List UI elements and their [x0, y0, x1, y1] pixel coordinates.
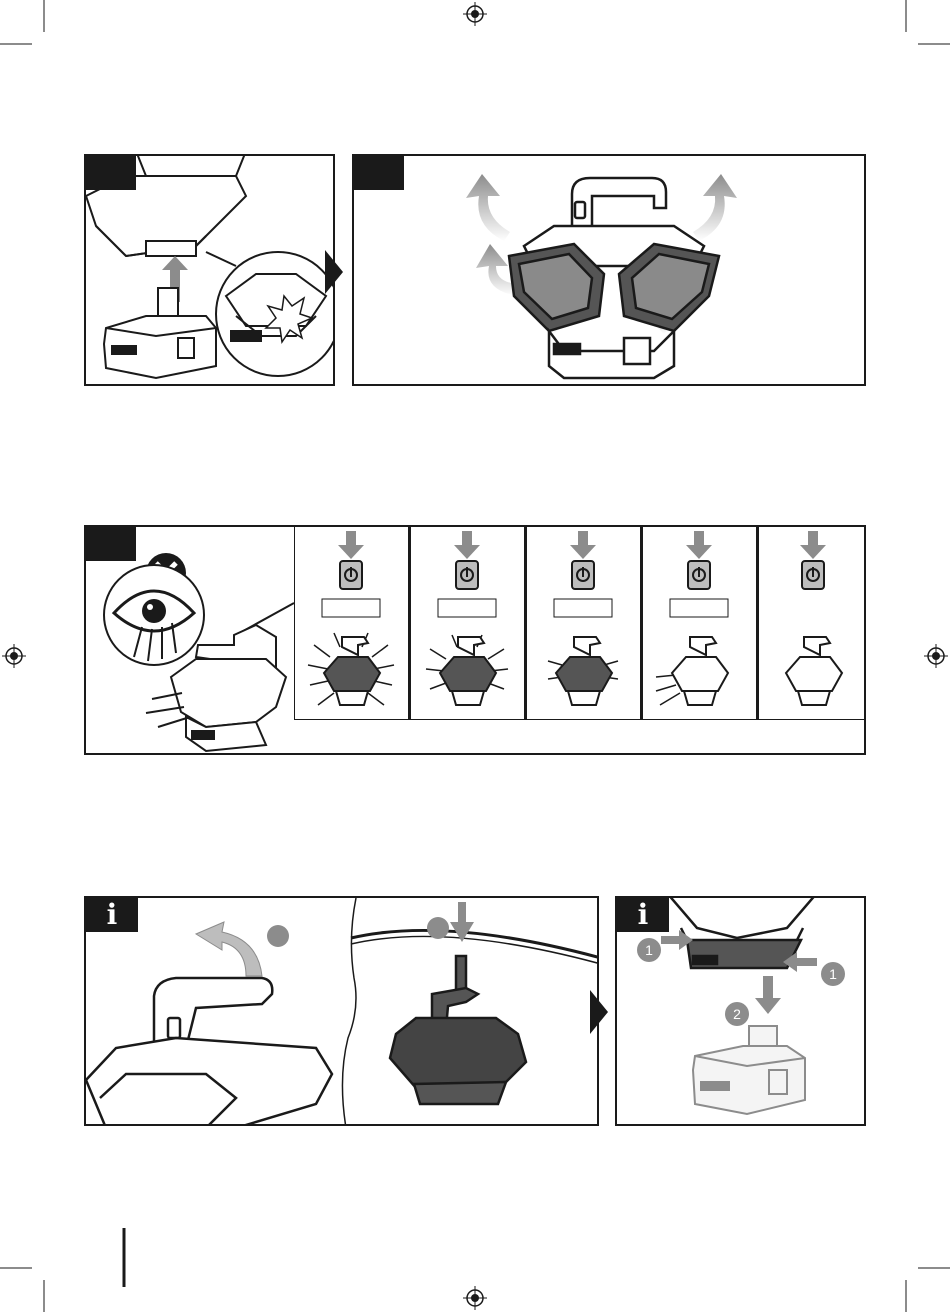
registration-mark-icon	[2, 644, 26, 668]
lamp-lit-icon	[548, 637, 618, 705]
eye-icon	[104, 565, 204, 665]
lamp-off-icon	[786, 637, 842, 705]
mode-label-box	[554, 599, 612, 617]
arrow-icon	[686, 531, 712, 559]
next-step-arrow-icon	[590, 990, 608, 1034]
figure-4-info-remove-battery: i 1 1 2	[615, 896, 866, 1126]
mode-column	[642, 525, 759, 719]
detail-zoom-circle	[206, 252, 335, 376]
step-badge	[427, 917, 449, 939]
figure-number-tab	[354, 156, 404, 190]
registration-mark-icon	[924, 644, 948, 668]
mode-column	[758, 525, 866, 719]
power-button-icon	[456, 561, 478, 589]
arrow-icon	[454, 531, 480, 559]
mode-label-box	[670, 599, 728, 617]
step-badge: 2	[725, 1002, 749, 1026]
mode-label-box	[438, 599, 496, 617]
lamp-lit-icon	[656, 637, 728, 705]
figure-number-tab	[86, 156, 136, 190]
arrow-icon	[338, 531, 364, 559]
registration-mark-icon	[463, 1286, 487, 1310]
registration-mark-icon	[463, 2, 487, 26]
arrow-icon	[800, 531, 826, 559]
mode-column	[410, 525, 527, 719]
step-badge: 1	[821, 962, 845, 986]
figure-2-unfold-panels	[352, 154, 866, 386]
info-icon: i	[617, 898, 669, 932]
battery-illustration	[693, 1026, 805, 1114]
lamp-illustration	[509, 178, 719, 378]
power-button-icon	[688, 561, 710, 589]
power-button-icon	[572, 561, 594, 589]
mode-label-box	[322, 599, 380, 617]
step-badge: 1	[637, 938, 661, 962]
lamp-illustration	[86, 978, 332, 1126]
arrow-icon	[450, 902, 474, 942]
figure-4-info-hanging: i	[84, 896, 599, 1126]
figure-1-insert-battery	[84, 154, 335, 386]
figure-3-light-modes	[84, 525, 866, 755]
mode-column	[526, 525, 643, 719]
lamp-lit-icon	[308, 633, 394, 705]
step-badge	[267, 925, 289, 947]
lamp-illustration	[390, 956, 526, 1104]
power-button-icon	[340, 561, 362, 589]
arrow-icon	[570, 531, 596, 559]
info-icon: i	[86, 898, 138, 932]
battery-illustration	[104, 288, 216, 378]
next-step-arrow-icon	[325, 250, 343, 294]
lamp-lit-icon	[426, 635, 508, 705]
mode-column	[294, 525, 411, 719]
power-button-icon	[802, 561, 824, 589]
